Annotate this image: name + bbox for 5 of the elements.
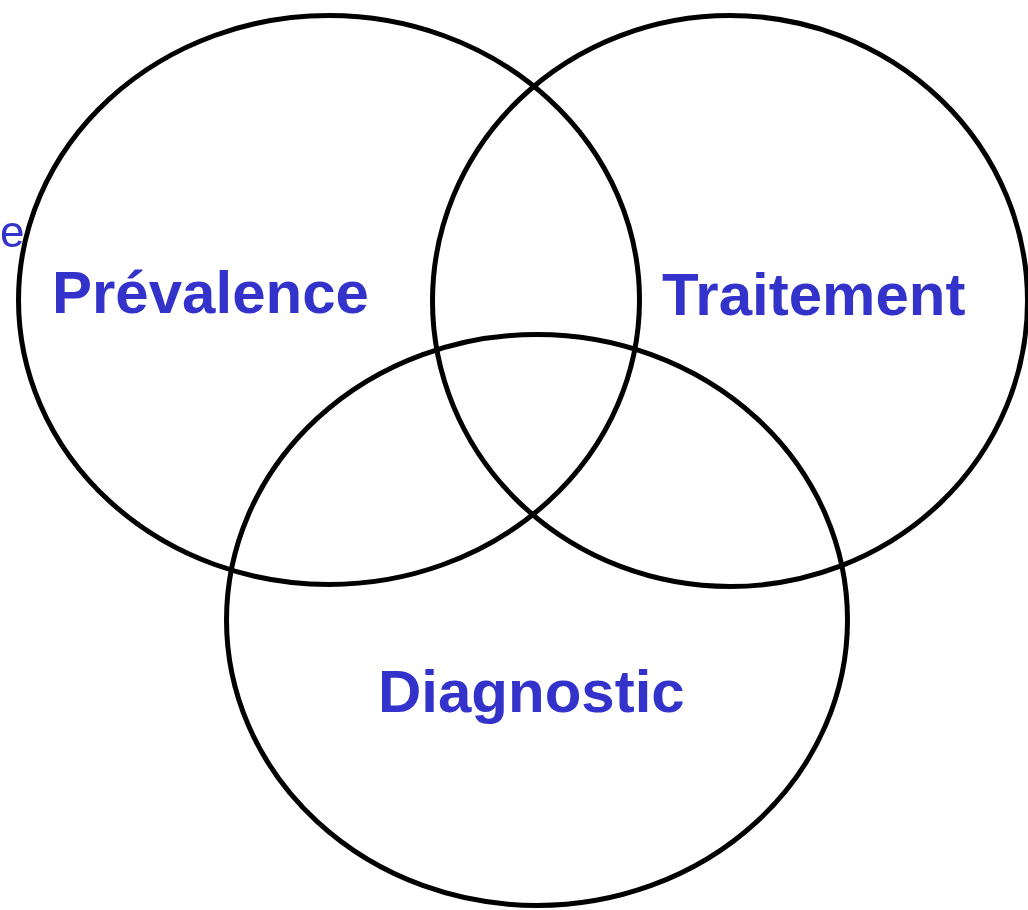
venn-circle	[224, 332, 850, 908]
set-label: Prévalence	[52, 263, 369, 323]
set-label: Diagnostic	[378, 662, 685, 722]
set-label: Traitement	[662, 265, 966, 325]
text-fragment: e	[0, 210, 25, 254]
